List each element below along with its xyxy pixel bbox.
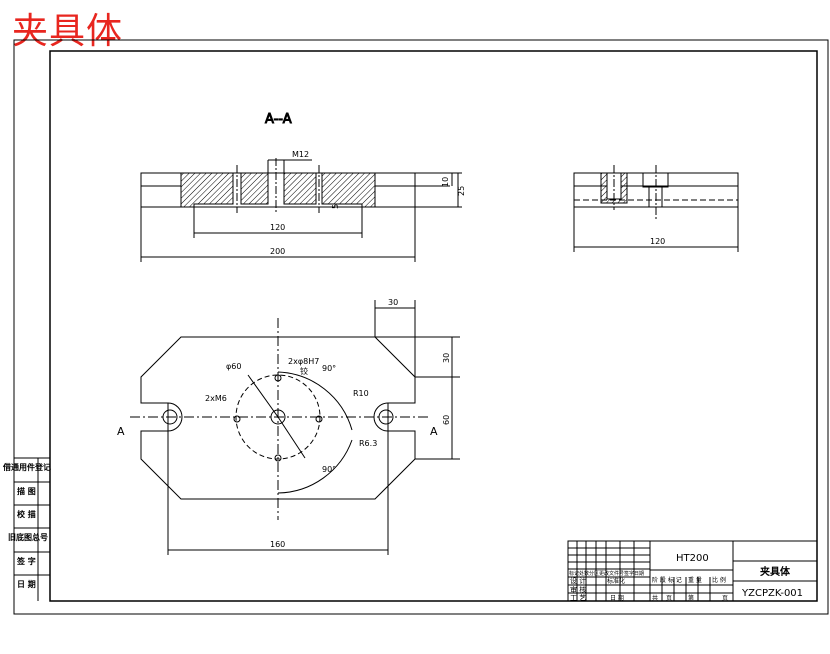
tb-right-label-5: 第 [688, 594, 694, 602]
side-dim-width: 120 [650, 237, 665, 246]
pcd-label: φ60 [226, 362, 241, 371]
register-row-1: 描 图 [17, 486, 36, 496]
register-row-2: 校 描 [17, 509, 36, 519]
inner-border [49, 50, 818, 602]
pin-holes-sub: 铰 [300, 366, 308, 376]
side-view: 120 [573, 165, 739, 252]
tb-row-label-1: 设 计 [570, 576, 586, 585]
dim-height-total: 25 [457, 186, 466, 196]
angle-bottom: 90° [322, 465, 336, 474]
drawing-number: YZCPZK-001 [741, 588, 803, 599]
stamp-title: 夹具体 [12, 11, 124, 52]
dim-height-top: 10 [441, 177, 450, 187]
dim-top-corner: 30 [388, 298, 398, 307]
angle-top: 90° [322, 364, 336, 373]
dim-depth-small: 5 [331, 204, 340, 209]
tb-mid-label-0: 标准化 [607, 577, 625, 585]
thread-label: M12 [292, 150, 309, 159]
tb-mid-label-1: 日 期 [610, 594, 624, 602]
tb-row-label-0: 标记处数分区更改文件号签字日期 [569, 570, 644, 577]
section-mark-right: A [430, 425, 438, 438]
section-view: A--A M12 10 25 5 120 200 [140, 112, 466, 262]
dim-width-inner: 120 [270, 223, 285, 232]
tb-row-label-2: 审 核 [570, 585, 586, 594]
surface-finish: R6.3 [359, 439, 377, 448]
register-row-0: 借通用件登记 [2, 462, 51, 472]
part-name: 夹具体 [760, 565, 791, 578]
title-block: HT200 夹具体 YZCPZK-001 标记处数分区更改文件号签字日期 设 计… [567, 540, 818, 602]
register-row-3: 旧底图总号 [8, 532, 48, 542]
tb-right-label-1: 重 量 [688, 576, 702, 584]
tb-right-label-2: 比 例 [712, 576, 726, 584]
pin-holes-label: 2xφ8H7 [288, 357, 319, 366]
plan-view: φ60 2xφ8H7 铰 2xM6 90° 90° R10 R6.3 A A 3… [117, 298, 460, 555]
radius-slot: R10 [353, 389, 369, 398]
screw-holes-label: 2xM6 [205, 394, 227, 403]
outer-border [13, 39, 829, 615]
left-register: 借通用件登记 描 图 校 描 旧底图总号 签 字 日 期 [2, 457, 51, 601]
tb-row-label-3: 工 艺 [570, 594, 586, 602]
register-row-5: 日 期 [17, 579, 36, 589]
tb-right-label-4: 页 [666, 595, 672, 602]
section-mark-left: A [117, 425, 125, 438]
dim-right-upper: 30 [442, 353, 451, 363]
tb-right-label-3: 共 [652, 594, 658, 602]
tb-right-label-0: 阶 段 标 记 [652, 576, 682, 584]
material: HT200 [676, 553, 709, 564]
dim-bottom-width: 160 [270, 540, 285, 549]
dim-right-lower: 60 [442, 415, 451, 425]
tb-right-label-6: 页 [722, 595, 728, 602]
section-title: A--A [265, 112, 292, 127]
register-row-4: 签 字 [16, 556, 36, 566]
dim-width-total: 200 [270, 247, 285, 256]
